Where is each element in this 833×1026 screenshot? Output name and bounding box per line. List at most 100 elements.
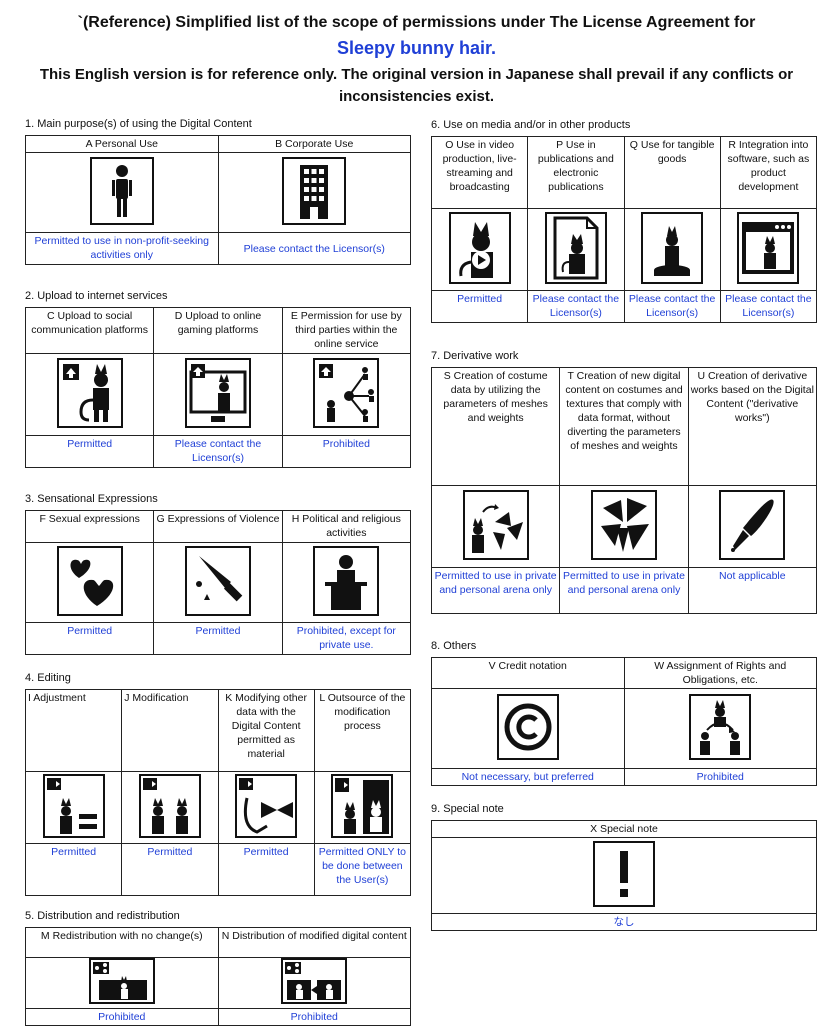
status-text: Prohibited [281,435,412,468]
status-text: Please contact the Licensor(s) [527,290,625,323]
podium-icon [313,545,380,616]
item-label: A Personal Use [25,135,219,153]
item-label: I Adjustment [24,689,123,772]
upload-avatar-icon [56,357,123,428]
hearts-icon [56,545,123,616]
section-6: 6. Use on media and/or in other products… [430,119,818,323]
status-text: Permitted [24,622,155,655]
status-text: Permitted [153,622,283,655]
item-label: C Upload to social communication platfor… [24,307,155,354]
section-7: 7. Derivative work S Creation of costume… [430,350,818,614]
item-label: H Political and religious activities [281,510,412,543]
item-label: N Distribution of modified digital conte… [217,927,411,958]
permission-table: O Use in video production, live-streamin… [430,136,818,323]
section-title: 2. Upload to internet services [25,290,168,302]
item-label: G Expressions of Violence [153,510,283,543]
section-1: 1. Main purpose(s) of using the Digital … [25,118,411,265]
item-label: M Redistribution with no change(s) [25,927,219,958]
status-text: Permitted [24,435,155,468]
section-4: 4. Editing I Adjustment J Modification K… [24,672,412,896]
browser-window-icon [737,211,800,284]
status-text: Permitted ONLY to be done between the Us… [313,843,412,896]
pieces-icon [590,489,657,560]
item-label: U Creation of derivative works based on … [687,367,818,486]
header-line1: `(Reference) Simplified list of the scop… [77,14,756,31]
status-text: Permitted [217,843,315,896]
item-label: V Credit notation [431,657,625,689]
share-folder-arrow-icon [281,958,348,1004]
document-icon [544,211,607,284]
item-label: P Use in publications and electronic pub… [527,136,625,209]
status-text: Permitted to use in private and personal… [430,567,561,614]
upload-monitor-icon [184,357,251,428]
section-3: 3. Sensational Expressions F Sexual expr… [24,493,412,655]
section-5: 5. Distribution and redistribution M Red… [25,910,411,1026]
status-text: Not applicable [687,567,818,614]
equals-icon [42,773,105,838]
share-network-icon [313,357,380,428]
transfer-icon [689,693,752,760]
item-label: L Outsource of the modification process [313,689,412,772]
item-label: T Creation of new digital content on cos… [559,367,689,486]
two-avatars-icon [138,773,201,838]
status-text: Prohibited, except for private use. [281,622,412,655]
section-title: 9. Special note [431,803,504,815]
item-label: Q Use for tangible goods [623,136,721,209]
item-label: R Integration into software, such as pro… [719,136,818,209]
status-text: Prohibited [217,1008,411,1026]
status-text: なし [431,913,817,931]
permission-table: M Redistribution with no change(s) N Dis… [25,927,411,1026]
door-icon [331,773,394,838]
section-title: 3. Sensational Expressions [25,493,158,505]
status-text: Permitted to use in private and personal… [559,567,689,614]
permission-table: S Creation of costume data by utilizing … [430,367,818,614]
permission-table: V Credit notation W Assignment of Rights… [431,657,817,786]
status-text: Permitted [121,843,219,896]
status-text: Please contact the Licensor(s) [217,232,411,265]
item-label: F Sexual expressions [24,510,155,543]
video-play-icon [448,211,511,284]
permission-table: C Upload to social communication platfor… [24,307,412,468]
status-text: Please contact the Licensor(s) [153,435,283,468]
section-title: 1. Main purpose(s) of using the Digital … [25,118,252,130]
item-label: J Modification [121,689,219,772]
status-text: Please contact the Licensor(s) [623,290,721,323]
section-9: 9. Special note X Special note なし [431,803,817,931]
item-label: K Modifying other data with the Digital … [217,689,315,772]
knife-icon [184,545,251,616]
status-text: Permitted [24,843,123,896]
item-label: O Use in video production, live-streamin… [430,136,529,209]
header-notice: This English version is for reference on… [39,66,794,105]
item-label: S Creation of costume data by utilizing … [430,367,561,486]
permission-table: F Sexual expressions G Expressions of Vi… [24,510,412,655]
share-folder-icon [88,958,155,1004]
status-text: Prohibited [25,1008,219,1026]
product-title: Sleepy bunny hair. [336,38,497,58]
status-text: Permitted [430,290,529,323]
item-label: X Special note [431,820,817,838]
cat-pieces-icon [462,489,529,560]
pen-nib-icon [719,489,786,560]
item-label: W Assignment of Rights and Obligations, … [623,657,817,689]
copyright-icon [496,693,559,760]
permission-table: X Special note なし [431,820,817,931]
exclamation-icon [593,840,655,907]
building-icon [282,156,347,225]
person-icon [89,156,154,225]
figure-stand-icon [641,211,704,284]
item-label: E Permission for use by third parties wi… [281,307,412,354]
section-title: 4. Editing [25,672,71,684]
status-text: Permitted to use in non-profit-seeking a… [25,232,219,265]
section-8: 8. Others V Credit notation W Assignment… [431,640,817,786]
status-text: Please contact the Licensor(s) [719,290,818,323]
status-text: Not necessary, but preferred [431,768,625,786]
status-text: Prohibited [623,768,817,786]
section-title: 5. Distribution and redistribution [25,910,180,922]
section-title: 8. Others [431,640,477,652]
section-title: 6. Use on media and/or in other products [431,119,631,131]
item-label: B Corporate Use [217,135,411,153]
permission-table: I Adjustment J Modification K Modifying … [24,689,412,896]
permission-table: A Personal Use B Corporate Use Permitted… [25,135,411,265]
section-title: 7. Derivative work [431,350,519,362]
item-label: D Upload to online gaming platforms [153,307,283,354]
